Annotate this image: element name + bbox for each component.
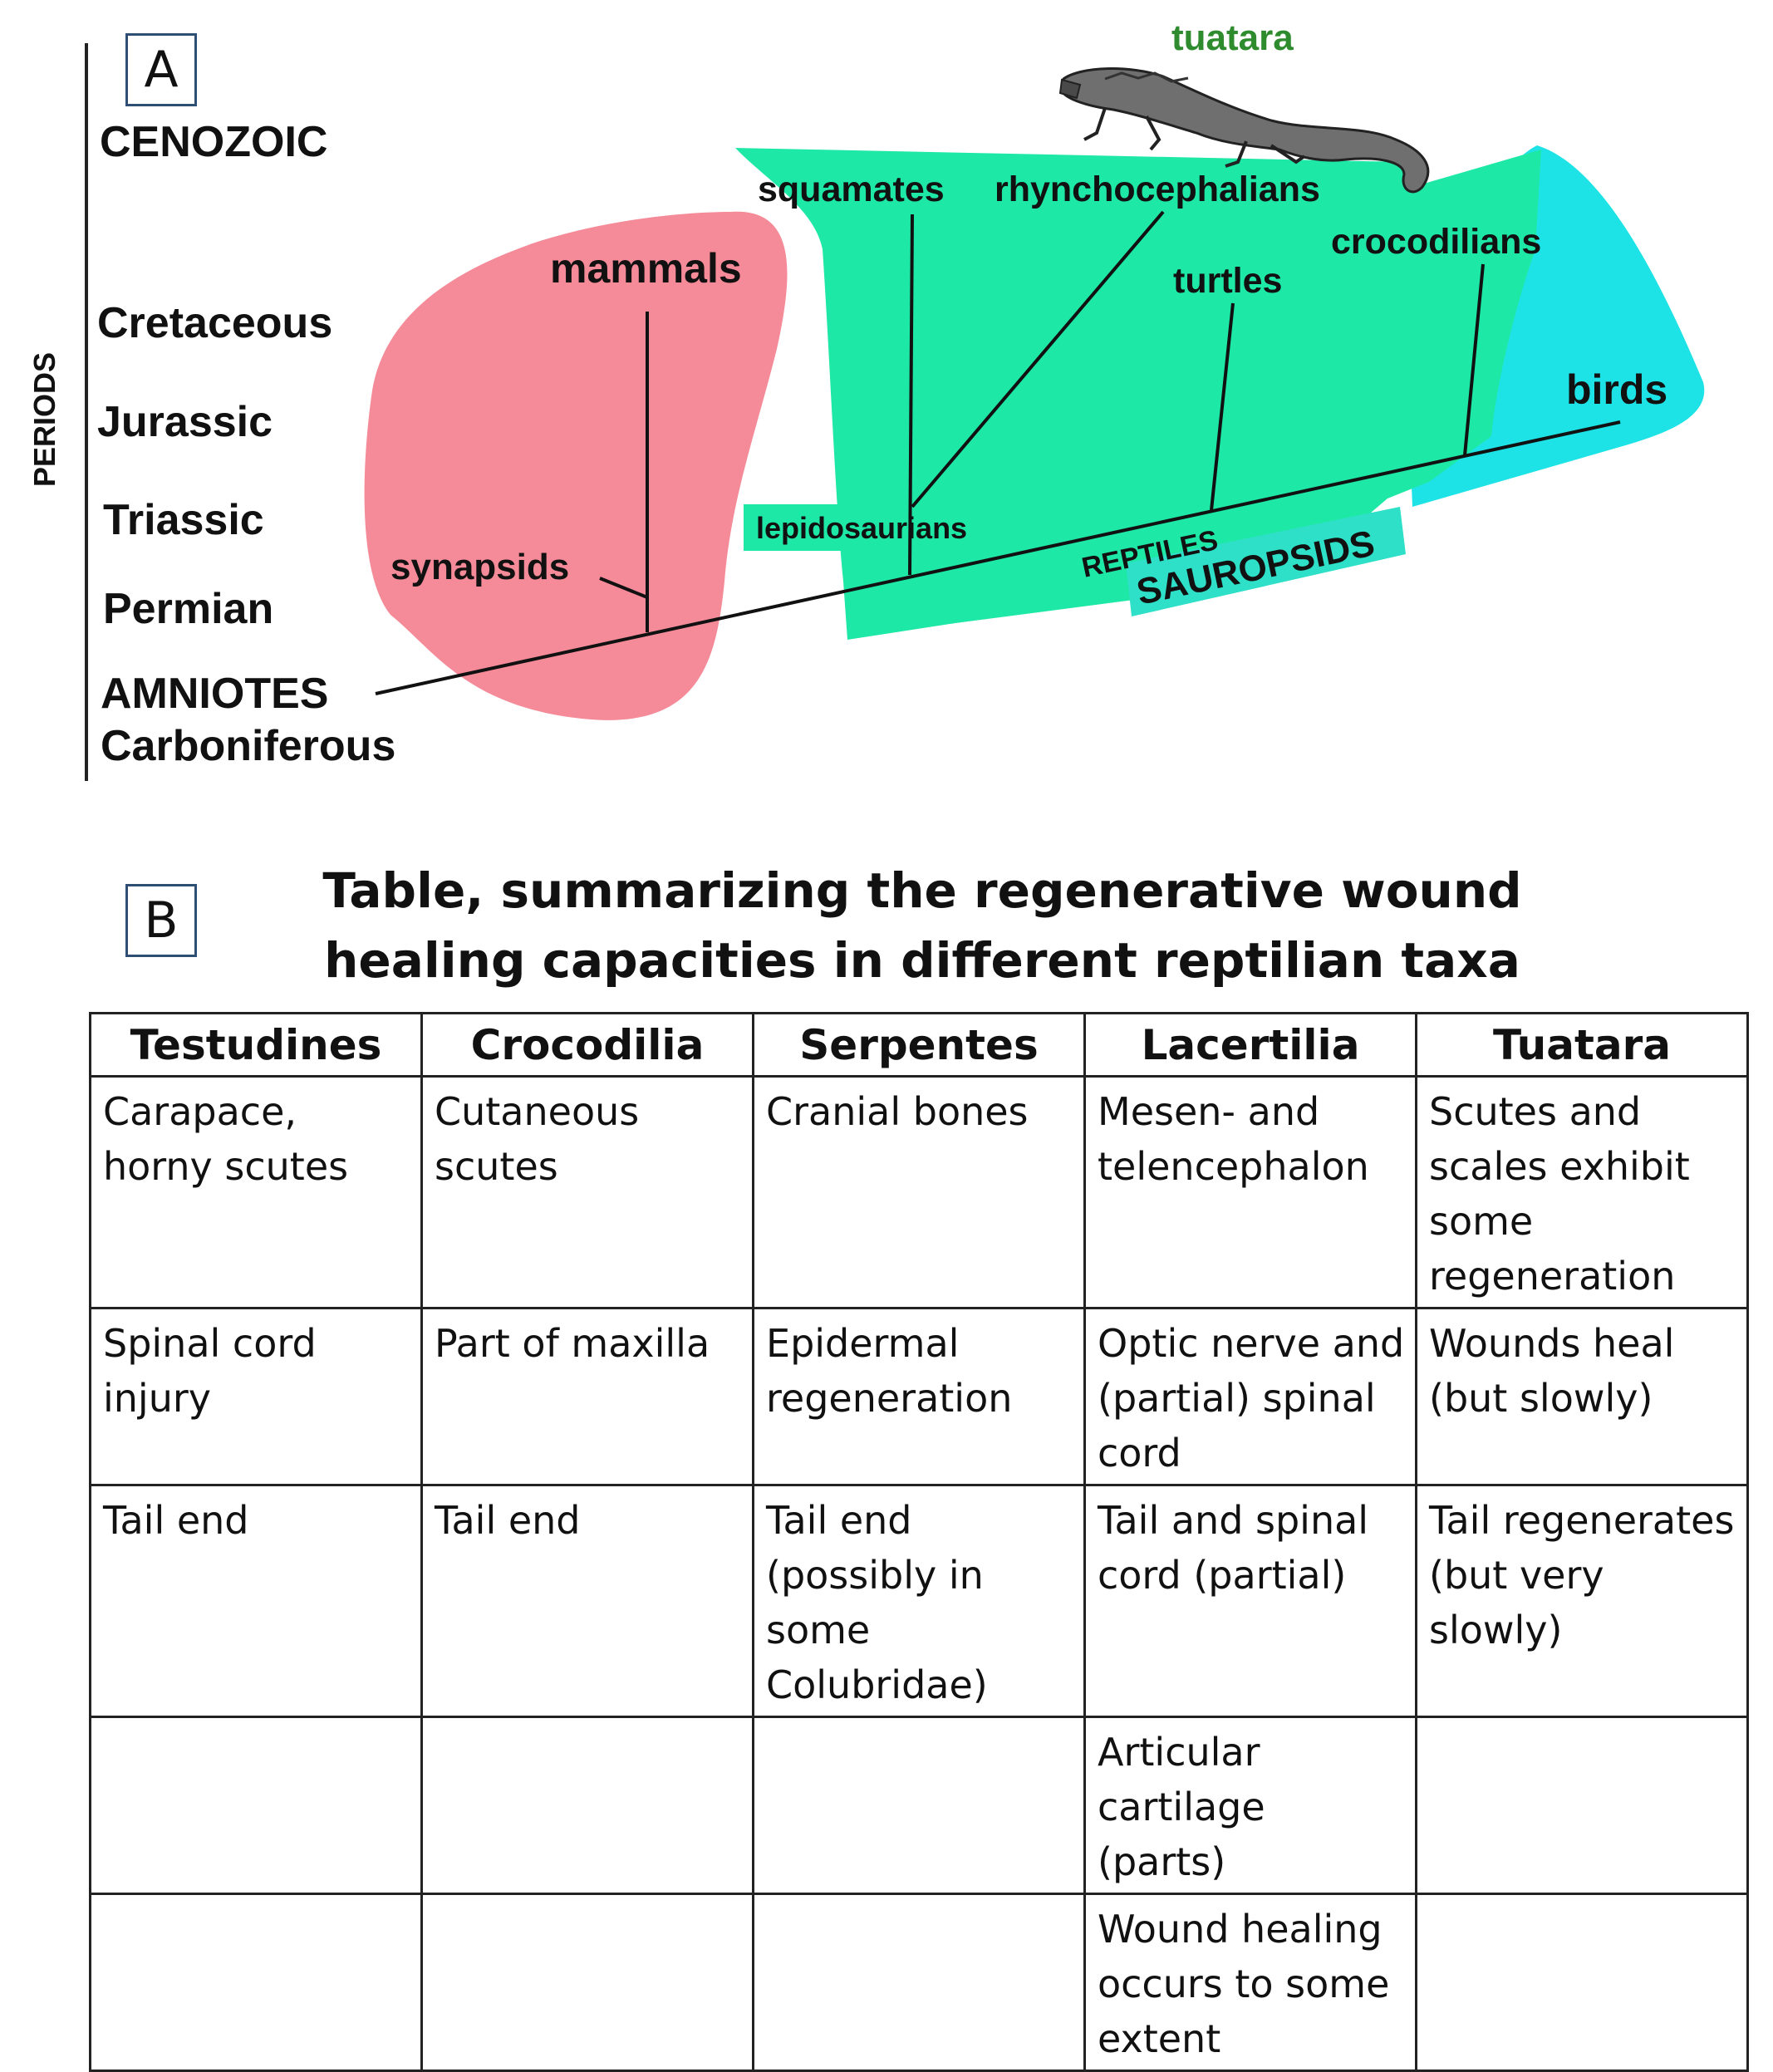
header-testudines: Testudines <box>89 1012 423 1078</box>
label-tuatara: tuatara <box>1171 17 1294 58</box>
table-row: Articular cartilage (parts) <box>89 1716 1749 1895</box>
table-cell <box>1415 1893 1749 2072</box>
header-lacertilia: Lacertilia <box>1083 1012 1417 1078</box>
label-lepidosaurians: lepidosaurians <box>756 511 967 545</box>
label-crocodilians: crocodilians <box>1331 222 1541 262</box>
header-serpentes: Serpentes <box>752 1012 1086 1078</box>
panel-b-tag: B <box>125 884 197 957</box>
table-title-line-1: Table, summarizing the regenerative woun… <box>322 862 1522 919</box>
table-cell <box>89 1716 423 1895</box>
table-row: Tail end Tail end Tail end (possibly in … <box>89 1484 1749 1718</box>
period-label-triassic: Triassic <box>103 496 264 544</box>
label-synapsids: synapsids <box>390 547 569 587</box>
table-cell: Articular cartilage (parts) <box>1083 1716 1417 1895</box>
tree-branches <box>375 210 1621 695</box>
label-turtles: turtles <box>1173 261 1282 301</box>
table-cell: Cutaneous scutes <box>420 1075 754 1309</box>
table-cell <box>89 1893 423 2072</box>
table-cell: Cranial bones <box>752 1075 1086 1309</box>
table-cell <box>420 1893 754 2072</box>
table-cell: Wound healing occurs to some extent <box>1083 1893 1417 2072</box>
table-cell: Tail end <box>89 1484 423 1718</box>
period-label-permian: Permian <box>103 585 273 633</box>
table-row: Carapace, horny scutes Cutaneous scutes … <box>89 1075 1749 1309</box>
label-birds: birds <box>1566 366 1667 413</box>
period-label-cenozoic: CENOZOIC <box>100 118 327 166</box>
table-cell: Optic nerve and (partial) spinal cord <box>1083 1307 1417 1486</box>
synapsid-region <box>364 211 788 720</box>
table-header-row: Testudines Crocodilia Serpentes Lacertil… <box>89 1012 1749 1078</box>
table-cell: Tail end (possibly in some Colubridae) <box>752 1484 1086 1718</box>
table-cell: Part of maxilla <box>420 1307 754 1486</box>
table-cell <box>752 1716 1086 1895</box>
table-cell: Spinal cord injury <box>89 1307 423 1486</box>
table-cell: Scutes and scales exhibit some regenerat… <box>1415 1075 1749 1309</box>
label-squamates: squamates <box>758 169 945 209</box>
periods-axis-label: PERIODS <box>27 352 61 487</box>
table-cell: Tail end <box>420 1484 754 1718</box>
table-row: Wound healing occurs to some extent <box>89 1893 1749 2072</box>
period-label-amniotes: AMNIOTES <box>101 670 328 718</box>
sauropsids-highlight <box>1126 507 1406 616</box>
header-tuatara: Tuatara <box>1415 1012 1749 1078</box>
tuatara-lizard-icon <box>1058 67 1430 194</box>
table-cell <box>1415 1716 1749 1895</box>
label-mammals: mammals <box>550 245 742 292</box>
lepidosaurians-highlight <box>744 504 985 551</box>
phylogeny-diagram: PERIODS CENOZOIC Cretaceous Jurassic Tri… <box>27 17 1705 781</box>
table-cell: Tail and spinal cord (partial) <box>1083 1484 1417 1718</box>
table-title-line-2: healing capacities in different reptilia… <box>324 932 1520 989</box>
period-label-carboniferous: Carboniferous <box>101 722 395 770</box>
table-cell <box>420 1716 754 1895</box>
panel-a-tag: A <box>125 33 197 106</box>
label-rhynchocephalians: rhynchocephalians <box>995 169 1320 209</box>
table-title: Table, summarizing the regenerative woun… <box>282 856 1562 995</box>
table-cell <box>752 1893 1086 2072</box>
period-label-cretaceous: Cretaceous <box>97 299 332 347</box>
table-cell: Wounds heal (but slowly) <box>1415 1307 1749 1486</box>
table-cell: Epidermal regeneration <box>752 1307 1086 1486</box>
table-cell: Mesen- and telencephalon <box>1083 1075 1417 1309</box>
regeneration-table: Testudines Crocodilia Serpentes Lacertil… <box>89 1012 1749 2072</box>
table-cell: Tail regenerates (but very slowly) <box>1415 1484 1749 1718</box>
table-cell: Carapace, horny scutes <box>89 1075 423 1309</box>
header-crocodilia: Crocodilia <box>420 1012 754 1078</box>
period-label-jurassic: Jurassic <box>97 398 273 446</box>
table-row: Spinal cord injury Part of maxilla Epide… <box>89 1307 1749 1486</box>
